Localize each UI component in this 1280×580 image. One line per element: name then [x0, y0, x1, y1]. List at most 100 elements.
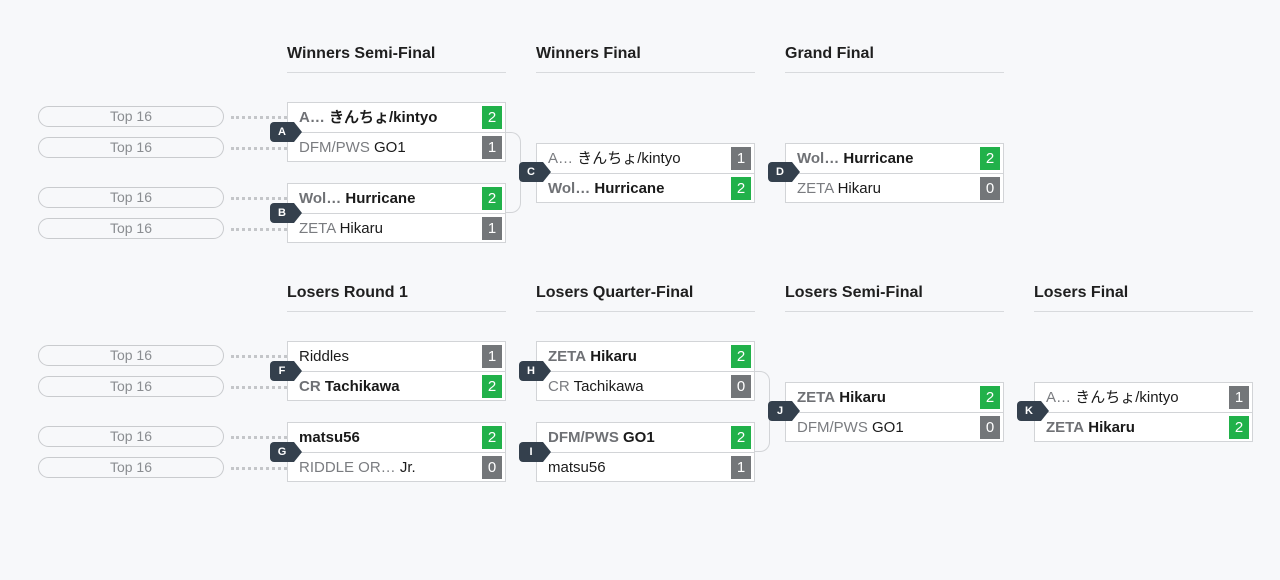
match-id-badge-d: D	[768, 162, 800, 182]
match-id-badge-a: A	[270, 122, 302, 142]
round-header-grand-final: Grand Final	[785, 44, 1004, 73]
player-name: Hikaru	[837, 180, 881, 197]
score-badge: 1	[482, 217, 502, 240]
player-name: GO1	[374, 139, 406, 156]
score-badge: 0	[980, 416, 1000, 439]
seed-line	[231, 116, 287, 119]
match-j-player-1[interactable]: ZETA Hikaru 2	[786, 383, 1003, 413]
seed-placeholder: Top 16	[38, 457, 224, 478]
score-badge: 2	[980, 147, 1000, 170]
match-f-player-1[interactable]: Riddles 1	[288, 342, 505, 372]
score-badge: 2	[731, 177, 751, 200]
round-header-winners-final: Winners Final	[536, 44, 755, 73]
player-tag: A…	[299, 109, 325, 126]
round-header-losers-round-1: Losers Round 1	[287, 283, 506, 312]
score-badge: 2	[731, 345, 751, 368]
round-header-losers-quarter-final: Losers Quarter-Final	[536, 283, 755, 312]
player-tag: ZETA	[797, 180, 834, 197]
match-id-badge-c: C	[519, 162, 551, 182]
match-b[interactable]: Wol… Hurricane 2 ZETA Hikaru 1	[287, 183, 506, 243]
match-f-player-2[interactable]: CR Tachikawa 2	[288, 372, 505, 401]
player-name: GO1	[872, 419, 904, 436]
player-name: GO1	[623, 429, 655, 446]
score-badge: 1	[482, 345, 502, 368]
score-badge: 0	[980, 177, 1000, 200]
match-id-badge-g: G	[270, 442, 302, 462]
player-tag: ZETA	[548, 348, 587, 365]
match-b-player-2[interactable]: ZETA Hikaru 1	[288, 214, 505, 243]
seed-placeholder: Top 16	[38, 106, 224, 127]
score-badge: 2	[482, 187, 502, 210]
score-badge: 1	[731, 147, 751, 170]
player-name: matsu56	[548, 459, 606, 476]
match-d[interactable]: Wol… Hurricane 2 ZETA Hikaru 0	[785, 143, 1004, 203]
seed-placeholder: Top 16	[38, 137, 224, 158]
match-g[interactable]: matsu56 2 RIDDLE OR… Jr. 0	[287, 422, 506, 482]
player-tag: ZETA	[797, 389, 836, 406]
match-id-badge-f: F	[270, 361, 302, 381]
player-tag: ZETA	[1046, 419, 1085, 436]
match-j[interactable]: ZETA Hikaru 2 DFM/PWS GO1 0	[785, 382, 1004, 442]
match-a-player-2[interactable]: DFM/PWS GO1 1	[288, 133, 505, 162]
player-tag: DFM/PWS	[548, 429, 619, 446]
match-id-badge-h: H	[519, 361, 551, 381]
match-d-player-1[interactable]: Wol… Hurricane 2	[786, 144, 1003, 174]
match-a-player-1[interactable]: A… きんちょ/kintyo 2	[288, 103, 505, 133]
seed-line	[231, 436, 287, 439]
score-badge: 2	[731, 426, 751, 449]
match-id-badge-j: J	[768, 401, 800, 421]
match-k-player-2[interactable]: ZETA Hikaru 2	[1035, 413, 1252, 442]
player-tag: ZETA	[299, 220, 336, 237]
match-i-player-2[interactable]: matsu56 1	[537, 453, 754, 482]
match-h[interactable]: ZETA Hikaru 2 CR Tachikawa 0	[536, 341, 755, 401]
round-header-losers-final: Losers Final	[1034, 283, 1253, 312]
match-c-player-1[interactable]: A… きんちょ/kintyo 1	[537, 144, 754, 174]
player-name: きんちょ/kintyo	[577, 150, 681, 167]
player-name: Hurricane	[843, 150, 914, 167]
score-badge: 2	[482, 426, 502, 449]
player-tag: RIDDLE OR…	[299, 459, 396, 476]
match-g-player-2[interactable]: RIDDLE OR… Jr. 0	[288, 453, 505, 482]
score-badge: 2	[1229, 416, 1249, 439]
match-h-player-2[interactable]: CR Tachikawa 0	[537, 372, 754, 401]
match-k-player-1[interactable]: A… きんちょ/kintyo 1	[1035, 383, 1252, 413]
player-tag: A…	[548, 150, 574, 167]
match-id-badge-i: I	[519, 442, 551, 462]
player-tag: CR	[299, 378, 321, 395]
match-g-player-1[interactable]: matsu56 2	[288, 423, 505, 453]
seed-line	[231, 355, 287, 358]
score-badge: 2	[482, 375, 502, 398]
score-badge: 1	[1229, 386, 1249, 409]
match-j-player-2[interactable]: DFM/PWS GO1 0	[786, 413, 1003, 442]
round-header-losers-semi-final: Losers Semi-Final	[785, 283, 1004, 312]
player-name: Hurricane	[345, 190, 416, 207]
match-a[interactable]: A… きんちょ/kintyo 2 DFM/PWS GO1 1	[287, 102, 506, 162]
player-name: Hikaru	[590, 348, 637, 365]
player-tag: DFM/PWS	[299, 139, 370, 156]
player-name: Tachikawa	[573, 378, 644, 395]
seed-placeholder: Top 16	[38, 345, 224, 366]
seed-placeholder: Top 16	[38, 218, 224, 239]
player-name: Hurricane	[594, 180, 665, 197]
score-badge: 2	[980, 386, 1000, 409]
score-badge: 1	[731, 456, 751, 479]
player-tag: Wol…	[797, 150, 840, 167]
match-d-player-2[interactable]: ZETA Hikaru 0	[786, 174, 1003, 203]
match-h-player-1[interactable]: ZETA Hikaru 2	[537, 342, 754, 372]
player-name: きんちょ/kintyo	[1075, 389, 1179, 406]
score-badge: 0	[731, 375, 751, 398]
match-c-player-2[interactable]: Wol… Hurricane 2	[537, 174, 754, 203]
seed-placeholder: Top 16	[38, 376, 224, 397]
match-b-player-1[interactable]: Wol… Hurricane 2	[288, 184, 505, 214]
match-f[interactable]: Riddles 1 CR Tachikawa 2	[287, 341, 506, 401]
player-name: Hikaru	[1088, 419, 1135, 436]
match-i[interactable]: DFM/PWS GO1 2 matsu56 1	[536, 422, 755, 482]
player-name: Tachikawa	[324, 378, 400, 395]
match-k[interactable]: A… きんちょ/kintyo 1 ZETA Hikaru 2	[1034, 382, 1253, 442]
match-c[interactable]: A… きんちょ/kintyo 1 Wol… Hurricane 2	[536, 143, 755, 203]
match-i-player-1[interactable]: DFM/PWS GO1 2	[537, 423, 754, 453]
score-badge: 0	[482, 456, 502, 479]
seed-line	[231, 228, 287, 231]
seed-line	[231, 386, 287, 389]
